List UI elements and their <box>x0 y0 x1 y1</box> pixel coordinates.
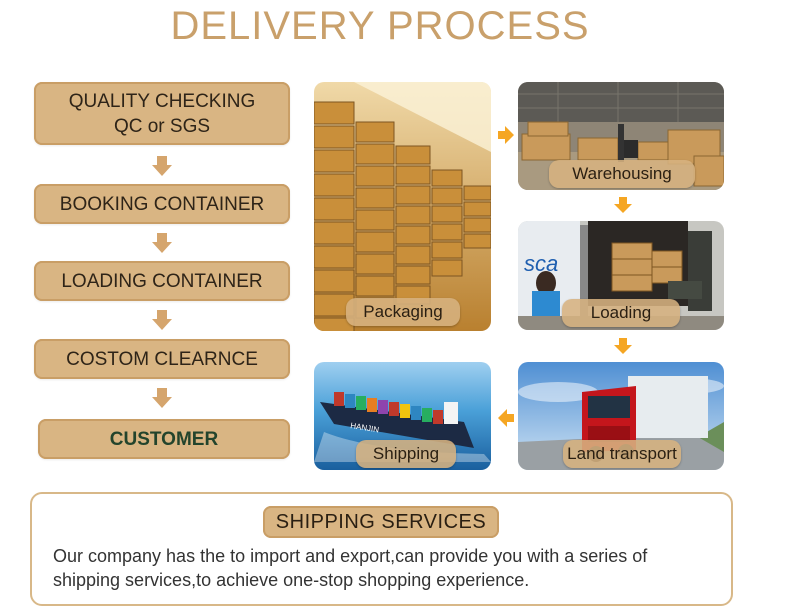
step-customer-label: CUSTOMER <box>109 428 219 450</box>
left-arrow-icon <box>498 409 514 427</box>
warehousing-label: Warehousing <box>549 160 695 188</box>
packaging-photo: Packaging <box>314 82 491 331</box>
down-arrow-icon <box>614 197 632 213</box>
shipping-services-description: Our company has the to import and export… <box>53 544 723 592</box>
step-loading-container: LOADING CONTAINER <box>34 261 290 301</box>
step-custom-clearance: COSTOM CLEARNCE <box>34 339 290 379</box>
down-arrow-icon <box>152 310 172 330</box>
shipping-services-box: SHIPPING SERVICES Our company has the to… <box>30 492 733 606</box>
step-customer: CUSTOMER <box>38 419 290 459</box>
step-quality-checking: QUALITY CHECKING QC or SGS <box>34 82 290 145</box>
packaging-label: Packaging <box>346 298 460 326</box>
step-quality-checking-line1: QUALITY CHECKING <box>68 90 256 112</box>
down-arrow-icon <box>152 388 172 408</box>
shipping-photo: HANJIN Shipping <box>314 362 491 470</box>
land-transport-photo: Land transport <box>518 362 724 470</box>
shipping-services-line1: Our company has the to import and export… <box>53 546 648 566</box>
step-loading-container-label: LOADING CONTAINER <box>61 270 263 292</box>
loading-photo: sca Loading <box>518 221 724 330</box>
down-arrow-icon <box>152 233 172 253</box>
shipping-services-heading: SHIPPING SERVICES <box>263 506 499 538</box>
down-arrow-icon <box>614 338 632 354</box>
shipping-services-line2: shipping services,to achieve one-stop sh… <box>53 570 530 590</box>
right-arrow-icon <box>498 126 514 144</box>
step-booking-container: BOOKING CONTAINER <box>34 184 290 224</box>
boxes-image <box>314 82 491 331</box>
shipping-label: Shipping <box>356 440 456 468</box>
step-booking-container-label: BOOKING CONTAINER <box>59 193 265 215</box>
ship-hull-text: HANJIN <box>350 421 380 434</box>
warehousing-photo: Warehousing <box>518 82 724 190</box>
page-title: DELIVERY PROCESS <box>170 4 590 48</box>
truck-side-text: sca <box>524 251 558 276</box>
step-custom-clearance-label: COSTOM CLEARNCE <box>66 348 258 370</box>
step-quality-checking-line2: QC or SGS <box>113 115 211 137</box>
loading-label: Loading <box>562 299 680 327</box>
down-arrow-icon <box>152 156 172 176</box>
land-transport-label: Land transport <box>563 440 681 468</box>
